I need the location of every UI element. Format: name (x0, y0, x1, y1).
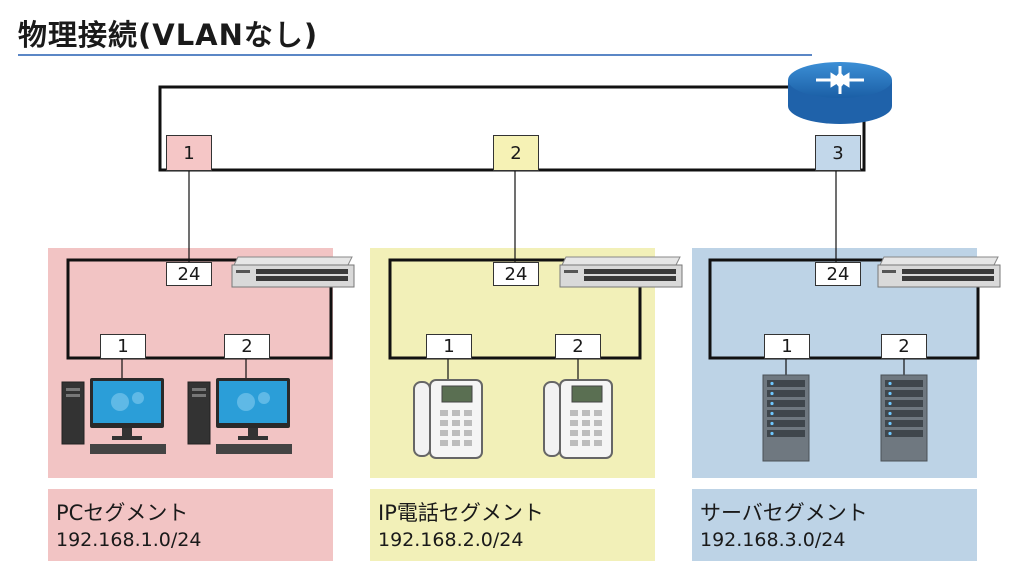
phone-port-1: 1 (426, 334, 472, 359)
server-icon[interactable] (880, 374, 928, 462)
router-port-3: 3 (815, 135, 861, 171)
desktop-pc-icon[interactable] (186, 378, 296, 458)
segment-network: 192.168.3.0/24 (700, 529, 846, 551)
router-port-2: 2 (493, 135, 539, 171)
segment-name: PCセグメント (56, 501, 189, 525)
server-port-1: 1 (764, 334, 810, 359)
title-underline (18, 54, 812, 56)
phone-port-2: 2 (555, 334, 601, 359)
ip-phone-icon[interactable] (542, 378, 614, 460)
switch-icon[interactable] (558, 255, 684, 291)
router-port-1: 1 (166, 135, 212, 171)
desktop-pc-icon[interactable] (60, 378, 170, 458)
segment-name: サーバセグメント (700, 501, 868, 525)
router-icon[interactable] (786, 60, 894, 128)
segment-network: 192.168.1.0/24 (56, 529, 202, 551)
switch-port-24-pc: 24 (166, 262, 212, 286)
segment-label-pc: PCセグメント 192.168.1.0/24 (48, 489, 333, 561)
segment-network: 192.168.2.0/24 (378, 529, 524, 551)
switch-port-24-server: 24 (815, 262, 861, 286)
ip-phone-icon[interactable] (412, 378, 484, 460)
segment-label-phone: IP電話セグメント 192.168.2.0/24 (370, 489, 655, 561)
pc-port-1: 1 (100, 334, 146, 359)
switch-icon[interactable] (230, 255, 356, 291)
switch-port-24-phone: 24 (493, 262, 539, 286)
server-port-2: 2 (881, 334, 927, 359)
pc-port-2: 2 (224, 334, 270, 359)
page-title: 物理接続(VLANなし) (18, 18, 319, 52)
server-icon[interactable] (762, 374, 810, 462)
segment-name: IP電話セグメント (378, 501, 544, 525)
switch-icon[interactable] (876, 255, 1002, 291)
segment-label-server: サーバセグメント 192.168.3.0/24 (692, 489, 977, 561)
